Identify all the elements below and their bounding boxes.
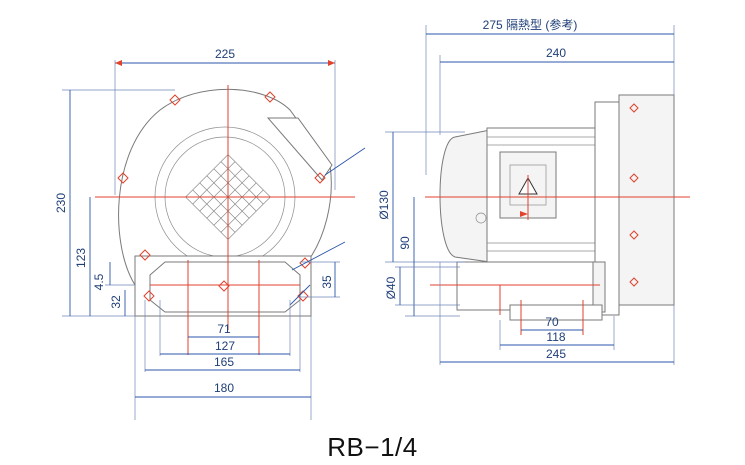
blower-flange <box>594 101 620 316</box>
dim-label-foot-inner: 70 <box>545 315 559 329</box>
dim-label-length-heatsink: 275 隔熱型 (参考) <box>483 17 578 32</box>
port-flange <box>149 261 301 313</box>
side-centerlines <box>425 175 690 335</box>
side-top-dims: 275 隔熱型 (参考) 240 <box>425 17 675 175</box>
dim-label-motor-diameter: Ø130 <box>377 190 391 220</box>
dim-label-overall-height: 230 <box>54 193 68 213</box>
dim-label-side-center: 90 <box>398 236 412 250</box>
side-bolts <box>629 103 639 287</box>
front-view: 225 230 123 4.5 32 35 <box>54 47 366 420</box>
leader-arrows <box>289 147 366 306</box>
outlet-flange <box>266 117 333 181</box>
dim-label-port-height: 32 <box>109 295 123 309</box>
side-foot <box>509 304 603 321</box>
dim-label-port-spacing: 71 <box>217 322 231 336</box>
motor-end-cap <box>439 129 491 263</box>
side-bottom-dims: 70 118 245 <box>439 262 675 365</box>
bottom-dims: 71 127 165 180 <box>134 300 312 420</box>
dim-label-port-diameter: Ø40 <box>384 276 398 299</box>
dim-label-base-width: 180 <box>214 381 234 395</box>
left-dims: 230 123 4.5 32 <box>54 89 175 317</box>
dim-label-foot-outer: 118 <box>546 330 565 344</box>
dim-label-mount-outer: 165 <box>214 355 234 369</box>
side-port-pipe <box>456 261 596 311</box>
dim-label-length: 240 <box>546 46 566 60</box>
housing-outline <box>118 88 332 286</box>
front-centerlines <box>95 85 355 355</box>
side-view: ! <box>377 17 690 365</box>
blower-housing <box>618 94 675 306</box>
dim-225: 225 <box>114 47 336 195</box>
bolt-marks <box>117 91 326 302</box>
dim-label-flange-offset: 4.5 <box>92 273 106 290</box>
dim-label-top-width: 225 <box>215 47 235 61</box>
dim-label-mount-inner: 127 <box>215 339 235 353</box>
model-label: RB−1/4 <box>327 432 418 462</box>
dim-label-center-height: 123 <box>74 248 88 268</box>
dim-label-overall-length: 245 <box>546 347 566 361</box>
motor-knob <box>475 212 487 224</box>
dim-label-port-center: 35 <box>320 275 334 289</box>
side-left-dims: Ø130 90 Ø40 <box>377 131 465 317</box>
technical-drawing: 225 230 123 4.5 32 35 <box>54 17 690 420</box>
